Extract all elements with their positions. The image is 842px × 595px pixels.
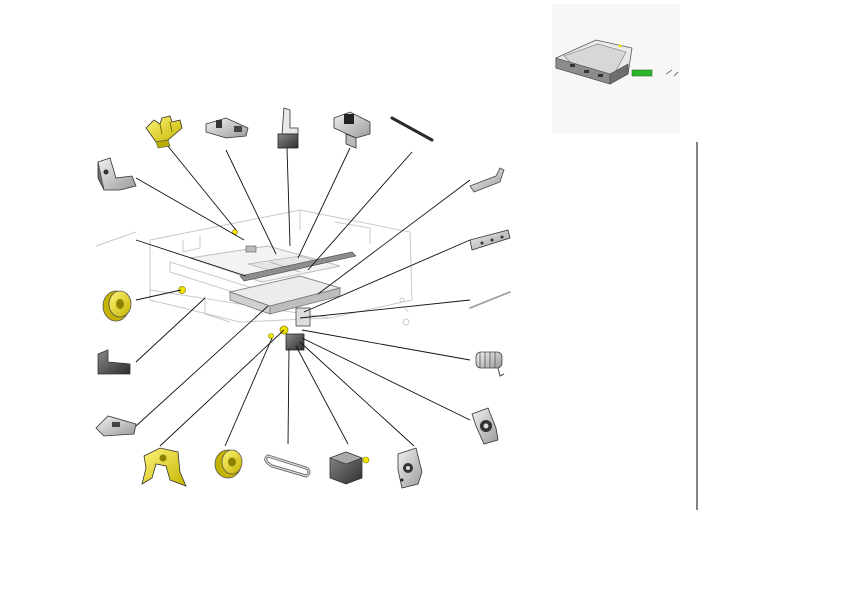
- comb-clip-icon: [145, 115, 183, 149]
- spool-icon: [102, 290, 132, 322]
- rail-bracket-icon: [469, 229, 511, 251]
- mount-bracket-icon: [333, 111, 371, 149]
- device-thumbnail-icon: [552, 4, 680, 134]
- gear-bracket-icon: [471, 407, 499, 445]
- latch-bracket-icon: [205, 117, 249, 139]
- l-bracket-icon: [97, 157, 137, 191]
- post-bracket-icon: [277, 107, 299, 149]
- spring-icon: [475, 351, 505, 377]
- hook-lever-icon: [469, 167, 505, 193]
- pin-icon: [469, 291, 511, 309]
- motor-icon: [329, 451, 370, 485]
- plate-icon: [95, 415, 137, 437]
- motor-plate-icon: [397, 447, 423, 489]
- leader-lines: [135, 139, 471, 447]
- rod-icon: [390, 116, 434, 142]
- flat-clip-icon: [97, 349, 131, 375]
- u-clamp-icon: [141, 447, 187, 487]
- belt-icon: [264, 454, 311, 478]
- pulley-icon: [214, 449, 243, 479]
- central-assembly: [95, 209, 413, 351]
